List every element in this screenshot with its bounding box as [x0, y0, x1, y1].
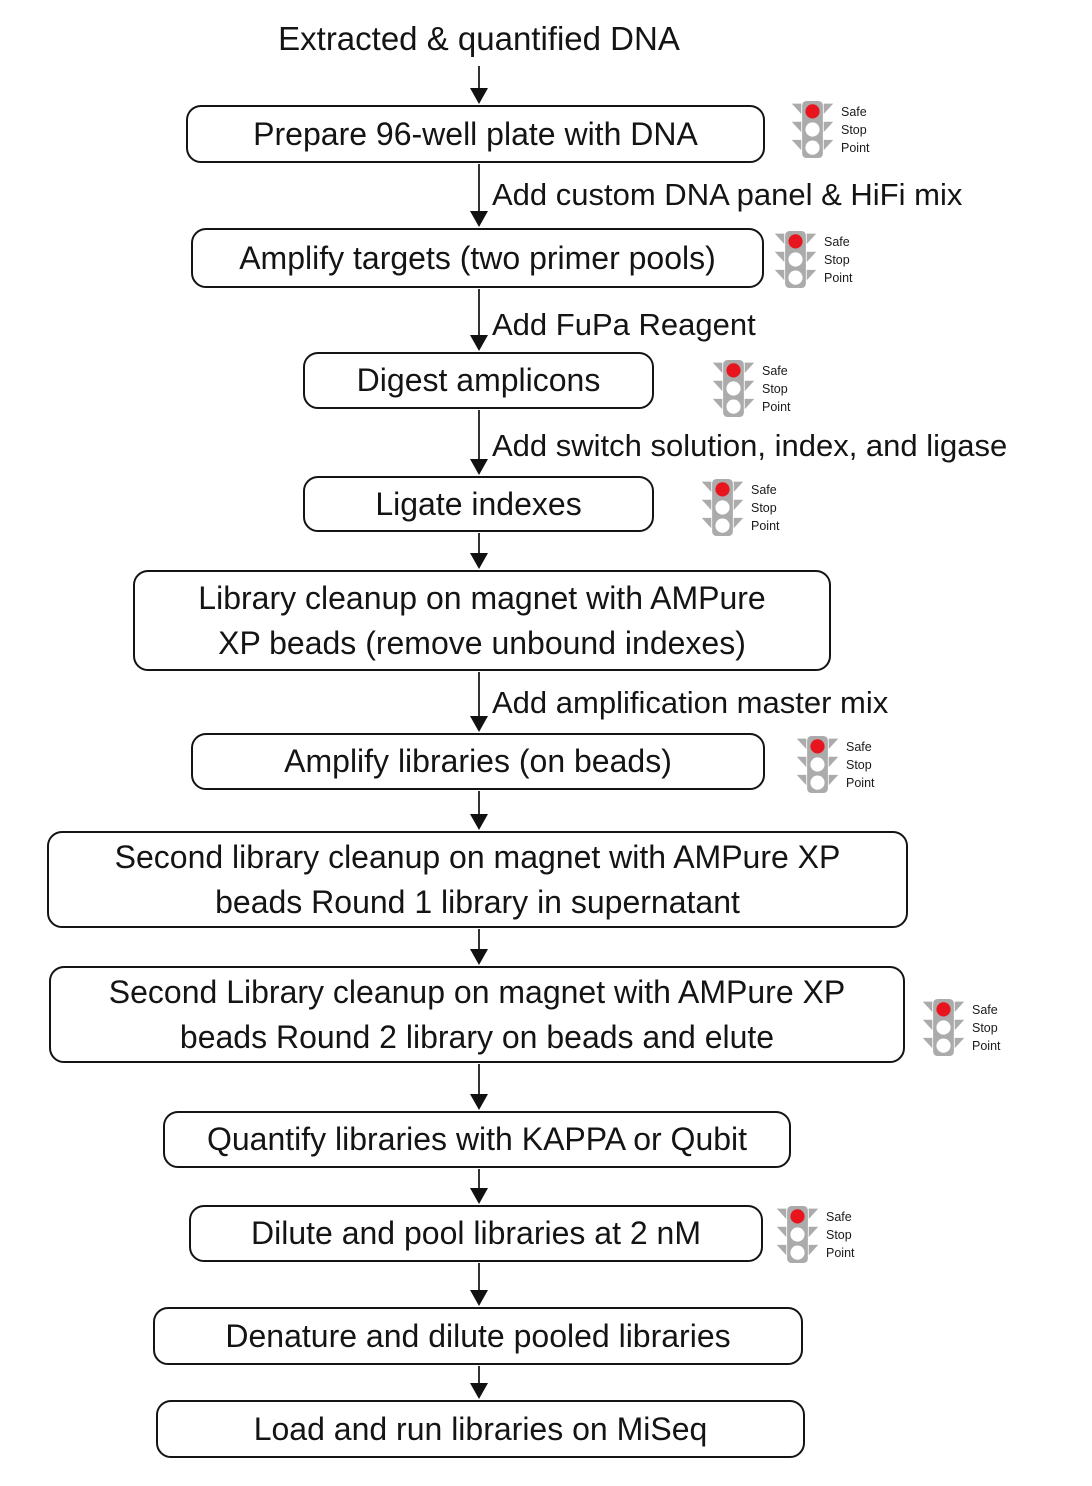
safe-stop-line: Point — [762, 400, 791, 414]
step-amplify-libraries: Amplify libraries (on beads) — [191, 733, 765, 790]
arrow-head — [470, 553, 488, 569]
safe-stop-line: Stop — [762, 382, 788, 396]
start-node-label: Extracted & quantified DNA — [278, 20, 680, 57]
safe-stop-line: Safe — [826, 1210, 852, 1224]
arrow-head — [470, 211, 488, 227]
traffic-light-icon — [776, 1206, 819, 1263]
arrow-head — [470, 1188, 488, 1204]
arrow-head — [470, 814, 488, 830]
traffic-light-icon — [796, 736, 839, 793]
safe-stop-point-indicator: Safe Stop Point — [775, 1206, 855, 1263]
safe-stop-line: Stop — [824, 253, 850, 267]
arrow-head — [470, 716, 488, 732]
step-load-run-miseq: Load and run libraries on MiSeq — [156, 1400, 805, 1458]
arrow-head — [470, 1094, 488, 1110]
safe-stop-line: Stop — [846, 758, 872, 772]
arrow-head — [470, 459, 488, 475]
safe-stop-line: Safe — [762, 364, 788, 378]
arrow-label-add-switch: Add switch solution, index, and ligase — [492, 428, 1008, 463]
safe-stop-line: Safe — [846, 740, 872, 754]
safe-stop-line: Stop — [826, 1228, 852, 1242]
step-amplify-targets: Amplify targets (two primer pools) — [191, 228, 764, 288]
arrow-line — [478, 1366, 480, 1386]
arrow-line — [478, 410, 480, 460]
traffic-light-icon — [922, 999, 965, 1056]
step-denature-dilute: Denature and dilute pooled libraries — [153, 1307, 803, 1365]
arrow-line — [478, 1064, 480, 1096]
arrow-label-add-fupa: Add FuPa Reagent — [492, 307, 756, 342]
safe-stop-line: Safe — [751, 483, 777, 497]
safe-stop-point-label: Safe Stop Point — [846, 736, 875, 792]
safe-stop-point-indicator: Safe Stop Point — [795, 736, 875, 793]
safe-stop-line: Point — [751, 519, 780, 533]
arrow-head — [470, 335, 488, 351]
safe-stop-line: Point — [846, 776, 875, 790]
safe-stop-point-label: Safe Stop Point — [972, 999, 1001, 1055]
arrow-line — [478, 164, 480, 212]
arrow-line — [478, 929, 480, 951]
safe-stop-point-label: Safe Stop Point — [751, 479, 780, 535]
safe-stop-line: Stop — [751, 501, 777, 515]
arrow-line — [478, 533, 480, 555]
safe-stop-point-indicator: Safe Stop Point — [773, 231, 853, 288]
safe-stop-line: Safe — [824, 235, 850, 249]
safe-stop-line: Stop — [841, 123, 867, 137]
arrow-head — [470, 1290, 488, 1306]
safe-stop-line: Stop — [972, 1021, 998, 1035]
step-prepare-plate: Prepare 96-well plate with DNA — [186, 105, 765, 163]
step-dilute-pool-libraries: Dilute and pool libraries at 2 nM — [189, 1205, 763, 1262]
traffic-light-icon — [791, 101, 834, 158]
safe-stop-line: Safe — [972, 1003, 998, 1017]
safe-stop-point-indicator: Safe Stop Point — [790, 101, 870, 158]
step-second-cleanup-round2: Second Library cleanup on magnet with AM… — [49, 966, 905, 1063]
arrow-head — [470, 1383, 488, 1399]
safe-stop-point-indicator: Safe Stop Point — [711, 360, 791, 417]
arrow-head — [470, 88, 488, 104]
step-quantify-libraries: Quantify libraries with KAPPA or Qubit — [163, 1111, 791, 1168]
traffic-light-icon — [712, 360, 755, 417]
safe-stop-point-label: Safe Stop Point — [824, 231, 853, 287]
safe-stop-line: Point — [826, 1246, 855, 1260]
arrow-label-add-master-mix: Add amplification master mix — [492, 685, 889, 720]
arrow-line — [478, 791, 480, 816]
arrow-line — [478, 1169, 480, 1191]
safe-stop-point-indicator: Safe Stop Point — [700, 479, 780, 536]
arrow-line — [478, 672, 480, 718]
safe-stop-line: Safe — [841, 105, 867, 119]
safe-stop-line: Point — [824, 271, 853, 285]
safe-stop-point-label: Safe Stop Point — [841, 101, 870, 157]
safe-stop-line: Point — [972, 1039, 1001, 1053]
step-digest-amplicons: Digest amplicons — [303, 352, 654, 409]
arrow-label-add-panel: Add custom DNA panel & HiFi mix — [492, 177, 963, 212]
arrow-head — [470, 949, 488, 965]
arrow-line — [478, 289, 480, 336]
safe-stop-point-indicator: Safe Stop Point — [921, 999, 1001, 1056]
step-second-cleanup-round1: Second library cleanup on magnet with AM… — [47, 831, 908, 928]
traffic-light-icon — [774, 231, 817, 288]
step-ligate-indexes: Ligate indexes — [303, 476, 654, 532]
traffic-light-icon — [701, 479, 744, 536]
step-library-cleanup: Library cleanup on magnet with AMPure XP… — [133, 570, 831, 671]
arrow-line — [478, 1263, 480, 1293]
arrow-line — [478, 66, 480, 90]
safe-stop-point-label: Safe Stop Point — [762, 360, 791, 416]
safe-stop-point-label: Safe Stop Point — [826, 1206, 855, 1262]
safe-stop-line: Point — [841, 141, 870, 155]
